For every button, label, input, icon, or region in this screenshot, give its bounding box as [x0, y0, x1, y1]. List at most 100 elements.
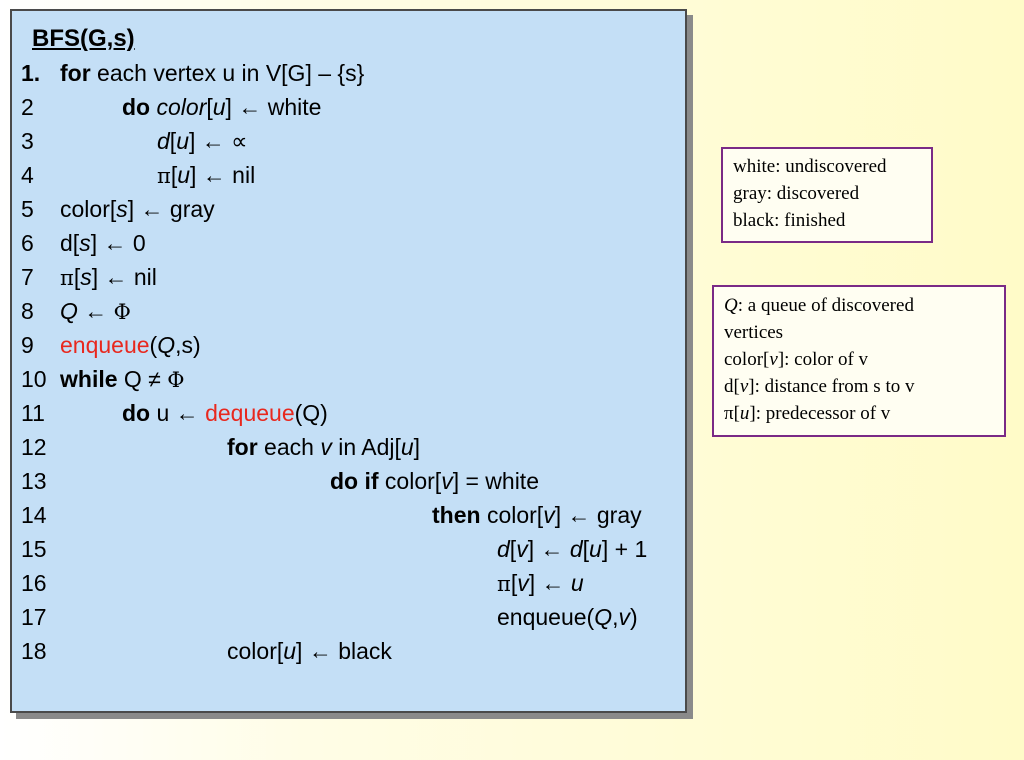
code-token: s [80, 264, 92, 290]
code-token: ] ← nil [190, 162, 256, 188]
code-token: each vertex u in V[G] – {s} [90, 60, 365, 86]
code-token: [ [206, 94, 213, 120]
color-legend-box: white: undiscovered gray: discovered bla… [721, 147, 933, 243]
code-token: d[ [60, 230, 80, 256]
code-statement: π[v] ← u [497, 567, 584, 600]
code-token: u [176, 128, 189, 154]
code-token: v [739, 376, 749, 397]
code-token: color[ [724, 349, 770, 370]
code-token: color[ [378, 468, 442, 494]
variable-legend-line: π[u]: predecessor of v [724, 400, 994, 427]
code-token: : a queue of discovered [737, 295, 914, 316]
code-token: enqueue [60, 332, 150, 358]
code-token: in Adj[ [331, 434, 401, 460]
line-number: 17 [21, 604, 47, 630]
code-token: for [227, 434, 258, 460]
code-token: [ [582, 536, 590, 562]
code-statement: do if color[v] = white [330, 465, 539, 497]
code-token: v [618, 604, 630, 630]
code-token: ] = white [452, 468, 539, 494]
variable-legend-line: d[v]: distance from s to v [724, 373, 994, 400]
code-token: color[ [60, 196, 117, 222]
code-statement: d[s] ← 0 [60, 227, 146, 259]
line-number: 9 [21, 332, 34, 358]
line-number: 5 [21, 196, 34, 222]
code-token: while [60, 366, 118, 392]
code-statement: d[v] ← d[u] + 1 [497, 533, 647, 565]
code-token: ]: color of v [777, 349, 869, 370]
code-statement: Q ← Φ [60, 295, 131, 328]
line-number: 12 [21, 434, 47, 460]
code-token: ] ← black [296, 638, 392, 664]
line-number: 2 [21, 94, 34, 120]
code-token: π [157, 164, 171, 188]
code-token: enqueue( [497, 604, 595, 630]
code-token: color[ [480, 502, 544, 528]
code-token: π [724, 403, 734, 424]
code-token: ] ← white [225, 94, 322, 120]
code-token: u [400, 434, 414, 460]
code-statement: color[s] ← gray [60, 193, 215, 225]
code-token: u [570, 570, 584, 596]
code-token: s [79, 230, 91, 256]
code-token: Q [594, 604, 613, 630]
color-legend-line: white: undiscovered [733, 156, 887, 177]
code-token: then [432, 502, 481, 528]
code-token: Q ≠ [117, 366, 168, 392]
code-token: [ [169, 128, 177, 154]
line-number: 13 [21, 468, 47, 494]
code-token: vertices [724, 322, 784, 343]
line-number: 1. [21, 60, 41, 86]
code-token: v [769, 349, 778, 370]
code-statement: enqueue(Q,s) [60, 329, 201, 361]
code-token: ] ← gray [127, 196, 215, 222]
code-token: u [739, 403, 750, 424]
code-token: Φ [113, 300, 131, 324]
code-token: Q [724, 295, 738, 316]
code-token: v [441, 468, 453, 494]
code-token: do [122, 400, 151, 426]
code-statement: π[u] ← nil [157, 159, 255, 192]
line-number: 11 [21, 400, 45, 426]
code-token: dequeue [205, 400, 295, 426]
code-statement: π[s] ← nil [60, 261, 157, 294]
code-token: d [569, 536, 583, 562]
code-token: Q [60, 298, 78, 324]
code-token: Q [157, 332, 176, 358]
code-token: , [612, 604, 619, 630]
code-token: color [156, 94, 207, 120]
code-statement: while Q ≠ Φ [60, 363, 184, 396]
code-token: u ← [150, 400, 206, 426]
code-statement: color[u] ← black [227, 635, 392, 667]
code-token: do if [330, 468, 379, 494]
line-number: 16 [21, 570, 47, 596]
code-token: ] [413, 434, 421, 460]
algorithm-title: BFS(G,s) [32, 25, 135, 52]
code-token: s [116, 196, 128, 222]
code-statement: do u ← dequeue(Q) [122, 397, 328, 429]
variable-legend-line: color[v]: color of v [724, 346, 994, 373]
code-token: v [516, 536, 528, 562]
line-number: 3 [21, 128, 34, 154]
code-token: u [212, 94, 226, 120]
code-token: u [177, 162, 190, 188]
code-token: d [157, 128, 170, 154]
code-token: [ [73, 264, 81, 290]
line-number: 8 [21, 298, 34, 324]
code-token: ] ← 0 [90, 230, 146, 256]
code-token: [ [509, 536, 517, 562]
code-token: [ [170, 162, 178, 188]
code-statement: d[u] ← ∝ [157, 125, 248, 157]
code-statement: enqueue(Q,v) [497, 601, 638, 633]
code-token: color[ [227, 638, 284, 664]
code-token: [ [510, 570, 518, 596]
color-legend-line: black: finished [733, 210, 846, 231]
code-token: Φ [167, 368, 185, 392]
line-number: 14 [21, 502, 47, 528]
code-token: π [60, 266, 74, 290]
code-token: ] + 1 [601, 536, 648, 562]
code-token: v [320, 434, 332, 460]
pseudocode-panel: BFS(G,s) 1. for each vertex u in V[G] – {… [10, 9, 687, 713]
code-token: each [257, 434, 321, 460]
